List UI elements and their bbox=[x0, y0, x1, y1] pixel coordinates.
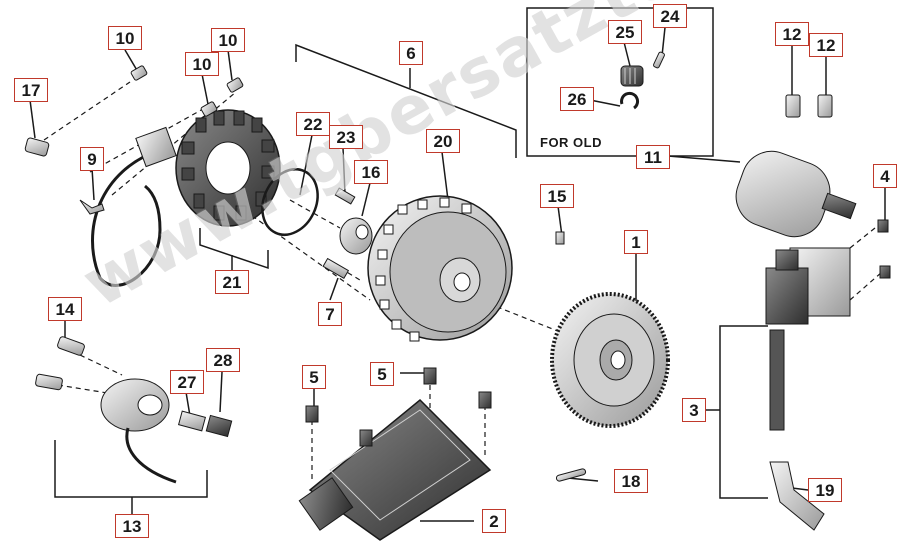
brush-icon bbox=[205, 414, 233, 438]
bracket-3 bbox=[719, 325, 768, 499]
collar-icon bbox=[339, 217, 373, 255]
callout-14: 14 bbox=[48, 297, 82, 321]
coil-screw-icon bbox=[877, 219, 889, 233]
callout-1: 1 bbox=[624, 230, 648, 254]
sensor-bolt-icon-2 bbox=[35, 373, 63, 391]
callout-12b: 12 bbox=[809, 33, 843, 57]
key-icon bbox=[555, 231, 565, 245]
callout-18: 18 bbox=[614, 469, 648, 493]
callout-13: 13 bbox=[115, 514, 149, 538]
callout-5b: 5 bbox=[302, 365, 326, 389]
pin-icon bbox=[653, 51, 665, 69]
callout-6: 6 bbox=[399, 41, 423, 65]
callout-10a: 10 bbox=[108, 26, 142, 50]
callout-9: 9 bbox=[80, 147, 104, 171]
screw-icon bbox=[334, 187, 356, 205]
voltage-regulator-icon bbox=[298, 398, 492, 541]
bracket-13 bbox=[54, 440, 208, 498]
starter-bolt-icon bbox=[785, 94, 801, 118]
starter-motor-icon bbox=[735, 150, 857, 238]
callout-10b: 10 bbox=[211, 28, 245, 52]
callout-27: 27 bbox=[170, 370, 204, 394]
coil-screw-icon-2 bbox=[879, 265, 891, 279]
callout-16: 16 bbox=[354, 160, 388, 184]
sensor-bolt-icon bbox=[57, 336, 85, 356]
brush-holder-icon bbox=[177, 410, 207, 432]
callout-5a: 5 bbox=[370, 362, 394, 386]
callout-17: 17 bbox=[14, 78, 48, 102]
callout-28: 28 bbox=[206, 348, 240, 372]
bolt-icon bbox=[130, 65, 244, 117]
grommet-icon bbox=[24, 137, 50, 157]
callout-7: 7 bbox=[318, 302, 342, 326]
callout-21: 21 bbox=[215, 270, 249, 294]
starter-bolt-icon-2 bbox=[817, 94, 833, 118]
callout-23: 23 bbox=[329, 125, 363, 149]
regulator-bolt-icon bbox=[305, 367, 492, 447]
inset-box-for-old bbox=[526, 7, 714, 157]
spark-plug-cap-icon bbox=[769, 461, 825, 531]
wire-clip-icon bbox=[79, 199, 105, 215]
pickup-sensor-icon bbox=[135, 126, 177, 168]
callout-2: 2 bbox=[482, 509, 506, 533]
callout-12a: 12 bbox=[775, 22, 809, 46]
pulse-generator-icon bbox=[100, 378, 177, 484]
dowel-pin-icon bbox=[555, 468, 587, 482]
callout-10c: 10 bbox=[185, 52, 219, 76]
needle-bearing-icon bbox=[620, 65, 644, 87]
bracket-21 bbox=[199, 228, 269, 270]
callout-26: 26 bbox=[560, 87, 594, 111]
screw-icon-7 bbox=[322, 257, 350, 280]
circlip-icon bbox=[620, 91, 639, 110]
stator-wire-harness bbox=[91, 148, 162, 287]
callout-20: 20 bbox=[426, 129, 460, 153]
stator-icon bbox=[175, 109, 281, 227]
callout-4: 4 bbox=[873, 164, 897, 188]
snap-ring-icon bbox=[261, 168, 319, 236]
flywheel-icon bbox=[367, 195, 513, 342]
callout-15: 15 bbox=[540, 184, 574, 208]
ignition-coil-icon bbox=[765, 247, 851, 431]
bracket-6 bbox=[295, 43, 517, 158]
callout-19: 19 bbox=[808, 478, 842, 502]
callout-25: 25 bbox=[608, 20, 642, 44]
inset-note: FOR OLD bbox=[540, 135, 602, 150]
starter-gear-icon bbox=[550, 292, 670, 428]
callout-11: 11 bbox=[636, 145, 670, 169]
callout-24: 24 bbox=[653, 4, 687, 28]
callout-22: 22 bbox=[296, 112, 330, 136]
callout-3: 3 bbox=[682, 398, 706, 422]
